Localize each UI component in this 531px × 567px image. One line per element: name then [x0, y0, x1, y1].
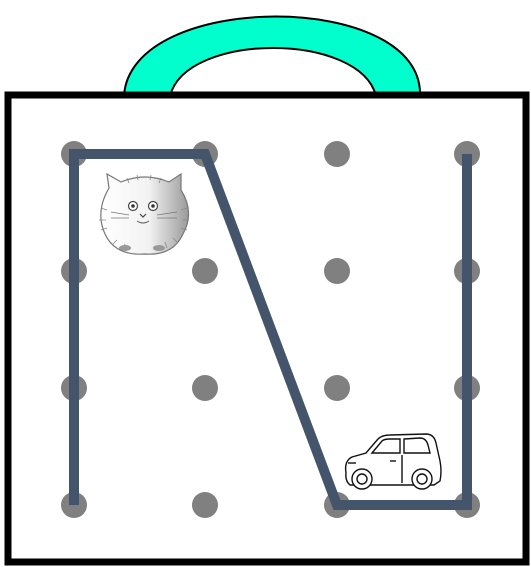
cat-body — [101, 174, 189, 254]
bag-handle — [124, 17, 420, 97]
peg-r1-c3 — [324, 141, 350, 167]
peg-r3-c2 — [192, 375, 218, 401]
peg-r4-c2 — [192, 492, 218, 518]
peg-r3-c3 — [324, 375, 350, 401]
handle-shape — [124, 17, 420, 97]
peg-r2-c3 — [324, 258, 350, 284]
car-wheel-front — [352, 469, 372, 489]
car-wheel-rear — [412, 469, 432, 489]
peg-r2-c2 — [192, 258, 218, 284]
cat-picture — [99, 174, 189, 254]
